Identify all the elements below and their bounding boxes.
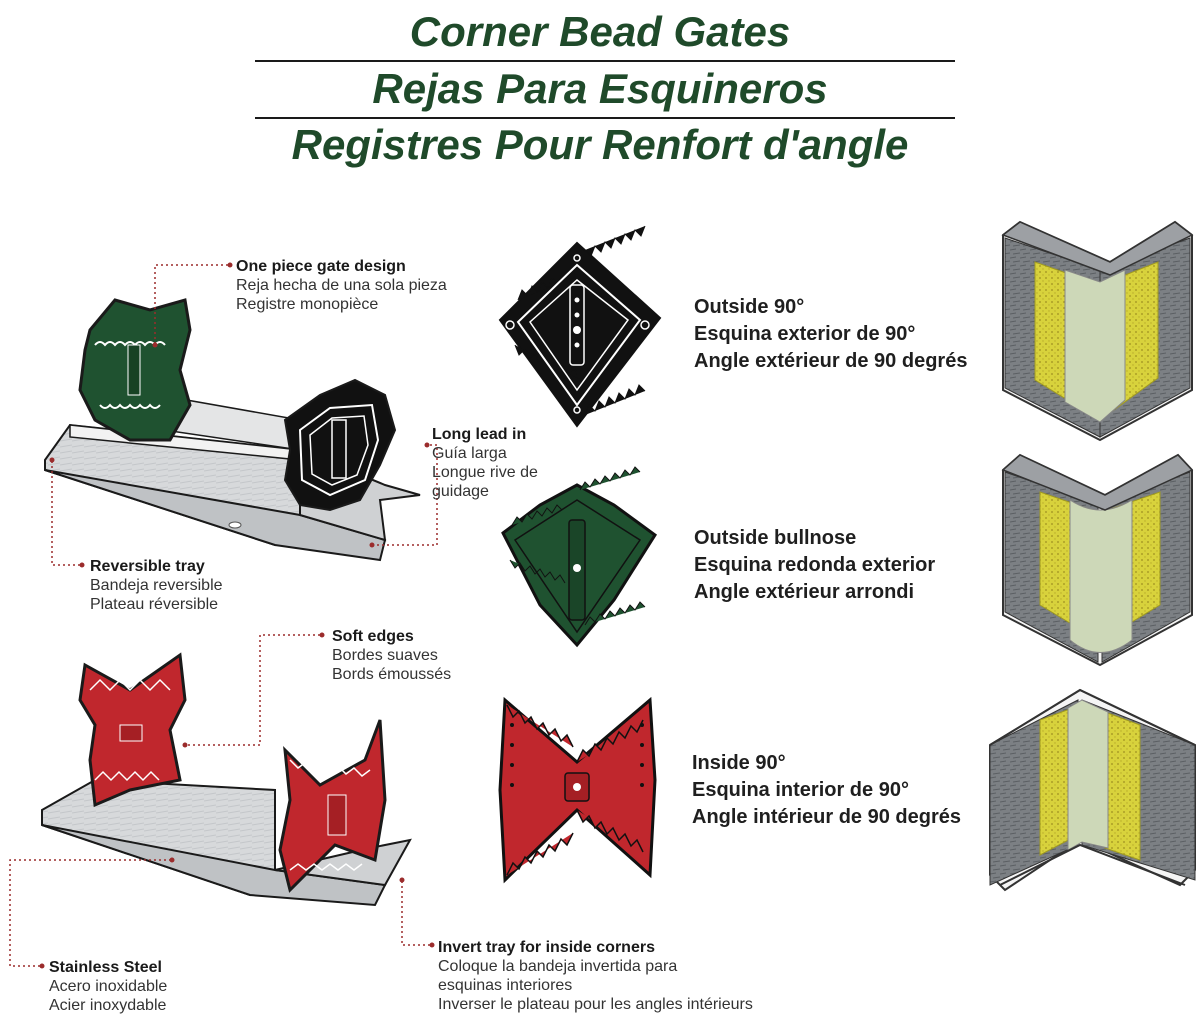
- label-bullnose-es: Esquina redonda exterior: [694, 554, 936, 576]
- leader-long-lead: [372, 444, 438, 546]
- gate-outside-90-icon: [498, 225, 662, 428]
- callout-stainless-title: Stainless Steel: [49, 959, 162, 976]
- corner-inside-90-illustration: [989, 688, 1196, 892]
- gate-inside-90-icon: [498, 696, 657, 884]
- red-gate-on-tray-left: [78, 652, 187, 808]
- corner-bullnose-illustration: [1001, 453, 1194, 667]
- leader-lines: [9, 264, 438, 967]
- title-divider-1: [255, 60, 955, 62]
- callout-reversible-tray: Reversible tray Bandeja reversible Plate…: [90, 557, 223, 614]
- callout-one-piece-es: Reja hecha de una sola pieza: [236, 277, 447, 294]
- callout-soft-edges: Soft edges Bordes suaves Bords émoussés: [332, 627, 451, 684]
- callout-invert-es-2: esquinas interiores: [438, 977, 573, 994]
- label-inside-90-en: Inside 90°: [692, 752, 786, 774]
- label-outside-bullnose: Outside bullnose Esquina redonda exterio…: [694, 525, 935, 606]
- title-spanish: Rejas Para Esquineros: [372, 65, 828, 112]
- label-inside-90-es: Esquina interior de 90°: [692, 779, 909, 801]
- label-bullnose-fr: Angle extérieur arrondi: [694, 581, 915, 603]
- callout-soft-edges-title: Soft edges: [332, 628, 414, 645]
- callout-stainless-es: Acero inoxidable: [49, 978, 168, 995]
- callout-soft-edges-fr: Bords émoussés: [332, 666, 452, 683]
- label-outside-90-fr: Angle extérieur de 90 degrés: [694, 350, 968, 372]
- leader-arrowheads: [39, 262, 435, 969]
- callout-invert-title: Invert tray for inside corners: [438, 939, 655, 956]
- title-divider-2: [255, 117, 955, 119]
- leader-soft-edges: [185, 634, 320, 746]
- callout-one-piece-title: One piece gate design: [236, 258, 406, 275]
- gate-outside-bullnose-icon: [501, 466, 658, 648]
- callout-stainless-fr: Acier inoxydable: [49, 997, 167, 1014]
- tray-upright-illustration: [44, 298, 421, 562]
- callout-stainless-steel: Stainless Steel Acero inoxidable Acier i…: [49, 958, 167, 1015]
- callout-soft-edges-es: Bordes suaves: [332, 647, 438, 664]
- callout-reversible-es: Bandeja reversible: [90, 577, 223, 594]
- label-outside-90-es: Esquina exterior de 90°: [694, 323, 916, 345]
- leader-invert: [401, 880, 430, 946]
- callout-long-lead-title: Long lead in: [432, 426, 527, 443]
- leader-one-piece: [154, 264, 228, 345]
- callout-reversible-fr: Plateau réversible: [90, 596, 219, 613]
- label-inside-90-fr: Angle intérieur de 90 degrés: [692, 806, 961, 828]
- callout-invert-tray: Invert tray for inside corners Coloque l…: [438, 938, 753, 1014]
- callout-invert-fr: Inverser le plateau pour les angles inté…: [438, 996, 753, 1013]
- callout-invert-es-1: Coloque la bandeja invertida para: [438, 958, 678, 975]
- label-outside-90: Outside 90° Esquina exterior de 90° Angl…: [694, 294, 967, 375]
- callout-long-lead-fr-1: Longue rive de: [432, 464, 538, 481]
- callout-one-piece-gate: One piece gate design Reja hecha de una …: [236, 257, 447, 314]
- title-french: Registres Pour Renfort d'angle: [291, 121, 909, 168]
- corner-outside-90-illustration: [1001, 220, 1194, 442]
- title-english: Corner Bead Gates: [409, 8, 791, 55]
- callout-long-lead-es: Guía larga: [432, 445, 507, 462]
- tray-inverted-illustration: [41, 652, 412, 907]
- leader-stainless: [9, 859, 172, 967]
- label-inside-90: Inside 90° Esquina interior de 90° Angle…: [692, 750, 961, 831]
- green-gate-on-tray: [78, 298, 192, 442]
- callout-long-lead-fr-2: guidage: [432, 483, 489, 500]
- label-outside-90-en: Outside 90°: [694, 296, 805, 318]
- callout-reversible-title: Reversible tray: [90, 558, 205, 575]
- callout-one-piece-fr: Registre monopièce: [236, 296, 379, 313]
- black-gate-on-tray: [283, 378, 397, 512]
- callout-long-lead: Long lead in Guía larga Longue rive de g…: [432, 425, 538, 501]
- label-bullnose-en: Outside bullnose: [694, 527, 857, 549]
- red-gate-on-tray-right: [278, 719, 387, 893]
